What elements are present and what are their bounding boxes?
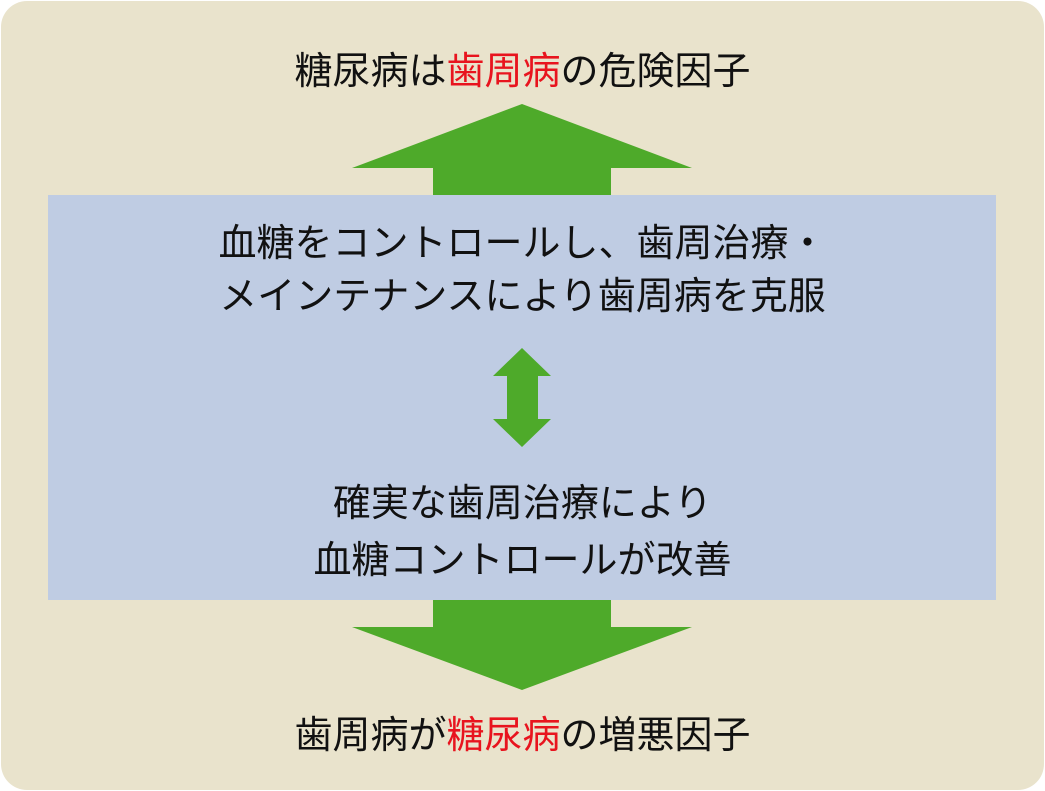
up-arrow-icon bbox=[352, 104, 692, 196]
down-arrow-icon bbox=[352, 599, 692, 690]
bottom-caption: 歯周病が糖尿病の増悪因子 bbox=[0, 716, 1045, 754]
top-caption-text-end: の危険因子 bbox=[560, 49, 751, 93]
bottom-caption-highlight: 糖尿病 bbox=[446, 713, 561, 757]
top-caption: 糖尿病は歯周病の危険因子 bbox=[0, 52, 1045, 90]
bottom-caption-text: 歯周病が bbox=[294, 713, 447, 757]
panel-lower-line-1: 確実な歯周治療により bbox=[332, 481, 713, 525]
double-arrow-icon bbox=[493, 348, 551, 447]
top-caption-text: 糖尿病は bbox=[294, 49, 447, 93]
bottom-caption-text-end: の増悪因子 bbox=[560, 713, 751, 757]
top-caption-highlight: 歯周病 bbox=[446, 49, 561, 93]
panel-lower-line-2: 血糖コントロールが改善 bbox=[313, 538, 732, 582]
panel-upper-line-1: 血糖をコントロールし、歯周治療・ bbox=[218, 221, 827, 265]
panel-upper-line-2: メインテナンスにより歯周病を克服 bbox=[219, 274, 826, 318]
